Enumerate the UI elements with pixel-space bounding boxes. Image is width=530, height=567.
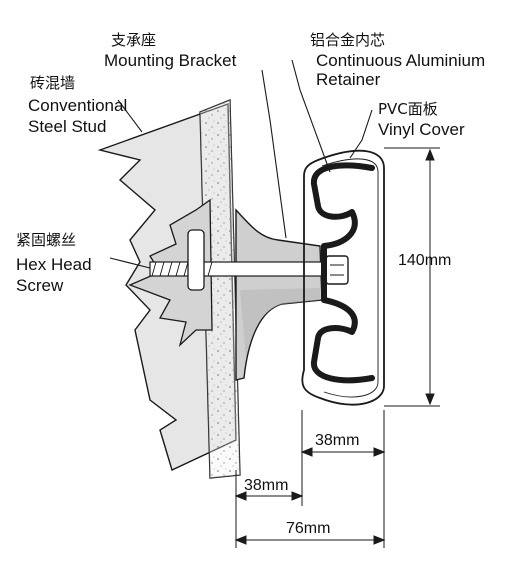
wall-label-en-1: Conventional bbox=[28, 96, 128, 115]
dim-38-wall-lines bbox=[234, 462, 304, 548]
hex-head bbox=[325, 255, 349, 285]
wall-label-cn: 砖混墙 bbox=[30, 74, 76, 92]
screw-label-cn: 紧固螺丝 bbox=[16, 231, 77, 249]
retainer-label-en-2: Retainer bbox=[316, 70, 381, 89]
dim-retainer-depth-label: 38mm bbox=[315, 432, 360, 449]
dim-38-retainer-lines bbox=[300, 410, 386, 462]
bracket-shadow bbox=[240, 288, 320, 360]
wall-label-en-2: Steel Stud bbox=[28, 117, 107, 136]
dim-wall-offset-label: 38mm bbox=[244, 477, 289, 494]
bracket-label-cn: 支承座 bbox=[111, 31, 157, 49]
cover-label-cn: PVC面板 bbox=[378, 100, 438, 118]
aluminium-retainer bbox=[311, 162, 375, 384]
leader-lines bbox=[109, 59, 373, 269]
bracket-label-en: Mounting Bracket bbox=[104, 51, 237, 70]
cover-label-en: Vinyl Cover bbox=[378, 120, 465, 139]
screw-nut bbox=[187, 229, 205, 291]
vinyl-cover bbox=[301, 149, 385, 406]
screw-label-en-2: Screw bbox=[16, 276, 64, 295]
dim-total-depth-label: 76mm bbox=[286, 520, 331, 537]
retainer-label-en-1: Continuous Aluminium bbox=[316, 51, 486, 70]
plaster-layer bbox=[199, 99, 241, 479]
plaster-fill bbox=[200, 100, 240, 478]
retainer-label-cn: 铝合金内芯 bbox=[310, 31, 386, 49]
dim-height-label: 140mm bbox=[398, 252, 452, 269]
screw-label-en-1: Hex Head bbox=[16, 255, 92, 274]
cover-inner-line bbox=[321, 158, 379, 398]
dim-76-lines bbox=[234, 462, 386, 548]
dim-140-lines bbox=[384, 147, 440, 407]
